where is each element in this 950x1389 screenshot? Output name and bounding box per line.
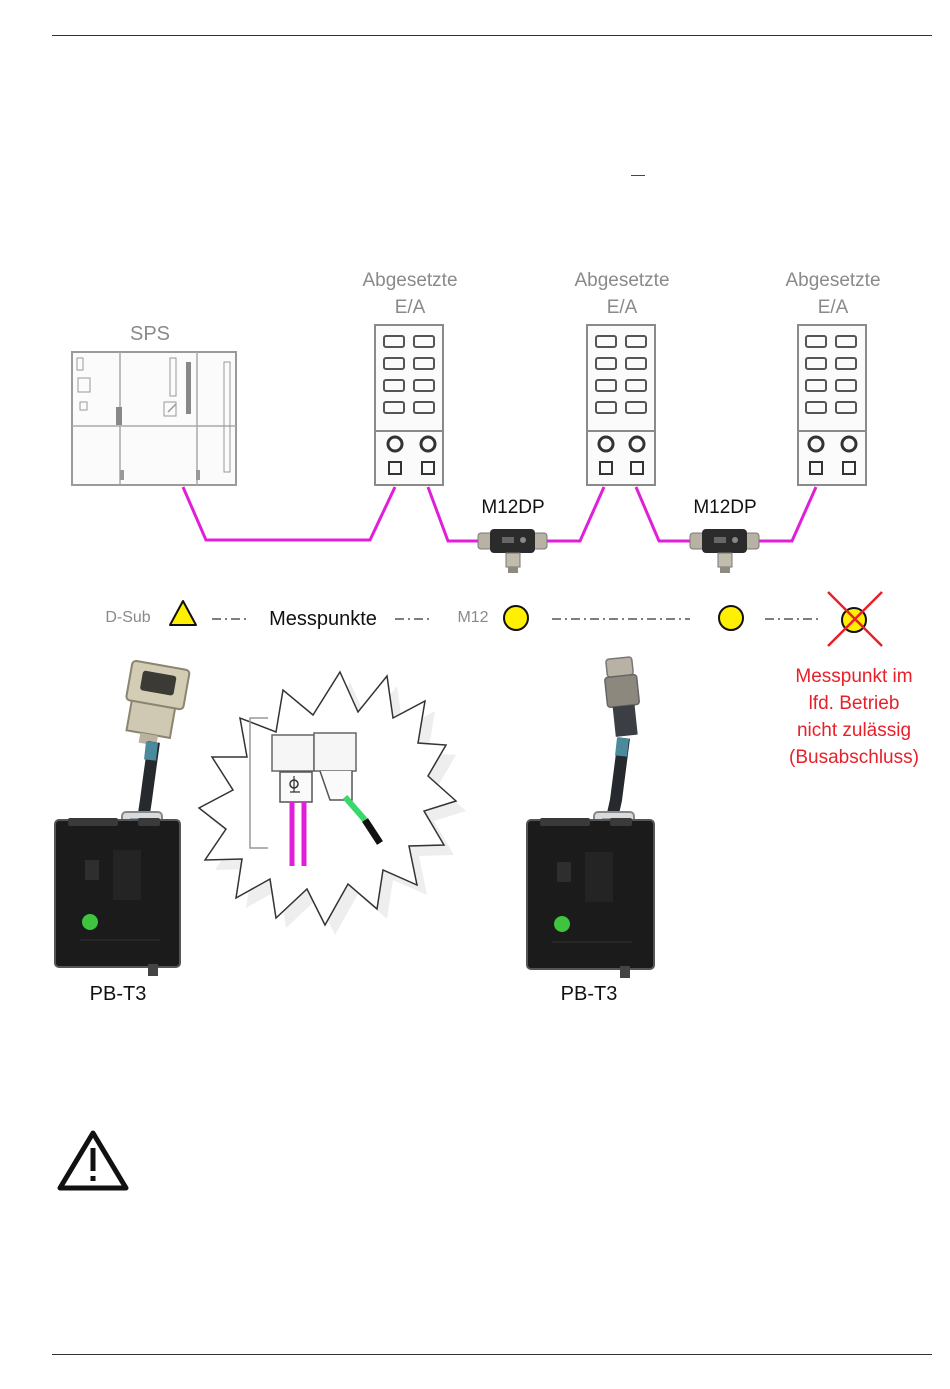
- tester-2-label: PB-T3: [561, 983, 618, 1005]
- bus-cable-plc-io1: [183, 487, 395, 540]
- bus-cable-io1-tee1: [428, 487, 488, 541]
- note-line-4: (Busabschluss): [789, 747, 919, 768]
- io-module-2: Abgesetzte E/A: [574, 270, 669, 485]
- io-module-2-title: Abgesetzte: [574, 270, 669, 291]
- bottom-rule: [52, 1354, 932, 1355]
- plc-label: SPS: [130, 323, 170, 345]
- bus-cable-tee1-io2: [545, 487, 604, 541]
- note-line-3: nicht zulässig: [797, 720, 911, 741]
- tester-2: PB-T3: [527, 656, 654, 1005]
- m12-connector: [603, 656, 643, 737]
- warning-icon: [55, 1128, 131, 1194]
- m12-measuring-point-2: [719, 606, 743, 630]
- m12-label: M12: [457, 609, 488, 626]
- tee-connector-2-label: M12DP: [693, 497, 756, 518]
- note-line-1: Messpunkt im: [795, 666, 912, 687]
- connector-detail-starburst: [199, 672, 466, 935]
- io-module-2-subtitle: E/A: [607, 297, 638, 318]
- io-module-3-title: Abgesetzte: [785, 270, 880, 291]
- dsub-label: D-Sub: [105, 609, 150, 626]
- io-module-3-subtitle: E/A: [818, 297, 849, 318]
- dsub-connector: [119, 660, 190, 749]
- m12-measuring-point-1: [504, 606, 528, 630]
- io-module-3: Abgesetzte E/A: [785, 270, 880, 485]
- measuring-points-label: Messpunkte: [269, 608, 377, 630]
- io-module-1-title: Abgesetzte: [362, 270, 457, 291]
- dsub-measuring-point-triangle: [170, 601, 196, 625]
- tee-connector-1: M12DP: [478, 497, 547, 573]
- bus-cable-tee2-io3: [757, 487, 816, 541]
- io-module-1: Abgesetzte E/A: [362, 270, 457, 485]
- legend-row: D-Sub Messpunkte M12: [105, 592, 882, 646]
- not-allowed-note: Messpunkt im lfd. Betrieb nicht zulässig…: [789, 666, 919, 768]
- bus-cable-io2-tee2: [636, 487, 700, 541]
- io-module-1-subtitle: E/A: [395, 297, 426, 318]
- note-line-2: lfd. Betrieb: [809, 693, 900, 714]
- tee-connector-2: M12DP: [690, 497, 759, 573]
- tester-1: PB-T3: [55, 660, 190, 1005]
- plc-rack: SPS: [72, 323, 236, 485]
- tester-1-label: PB-T3: [90, 983, 147, 1005]
- tee-connector-1-label: M12DP: [481, 497, 544, 518]
